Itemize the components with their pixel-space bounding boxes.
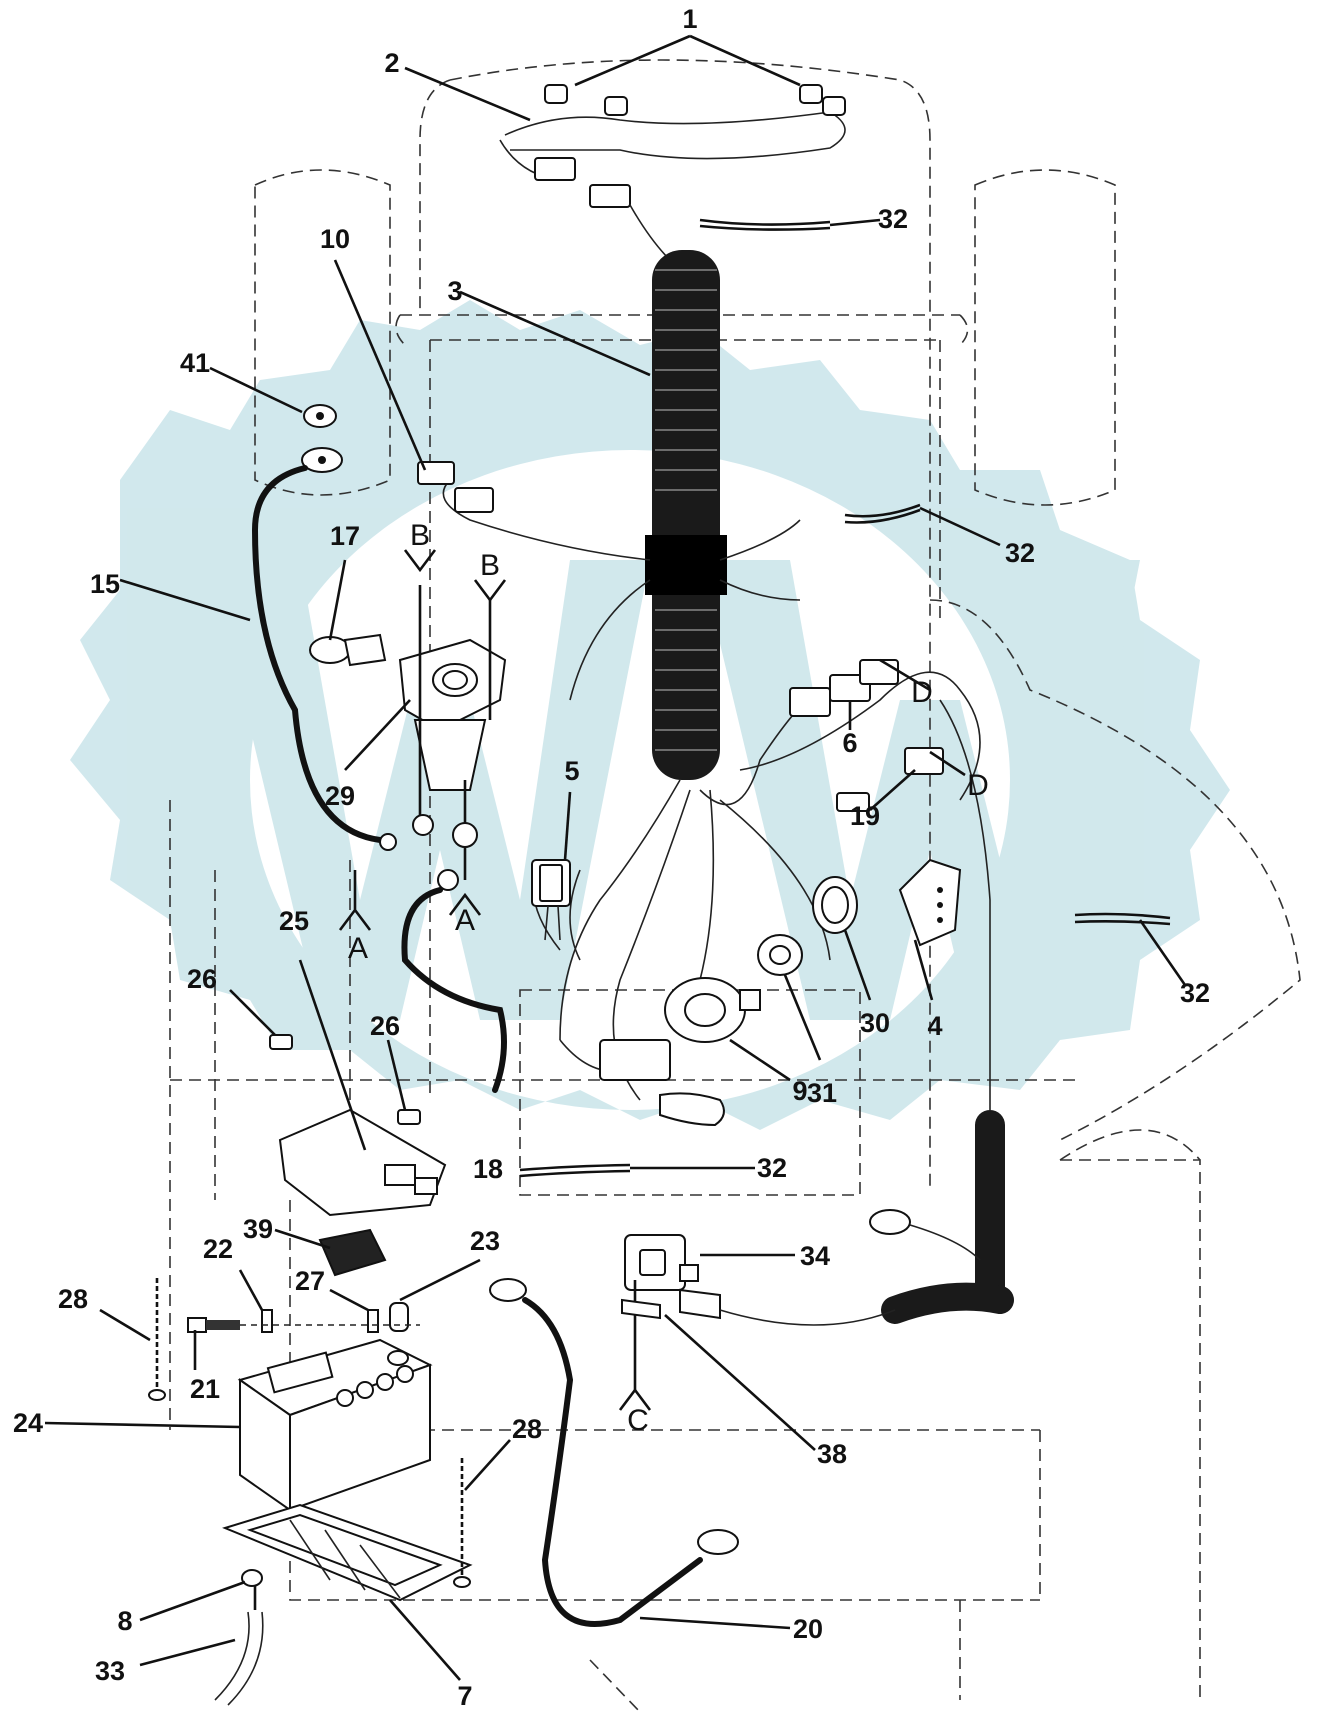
headlight-harness xyxy=(499,84,846,261)
ref-d-lower: D xyxy=(967,769,989,802)
clamp-38 xyxy=(621,1280,661,1390)
bolt-26-mid xyxy=(386,1039,421,1125)
callout-26-left: 26 xyxy=(187,964,217,994)
ref-a-left: A xyxy=(348,932,368,965)
rod-28-left xyxy=(148,1278,166,1401)
cable-20 xyxy=(489,1278,739,1627)
callout-31: 31 xyxy=(807,1078,837,1108)
callout-39: 39 xyxy=(243,1214,273,1244)
solenoid-17 xyxy=(309,633,387,667)
callout-23: 23 xyxy=(470,1226,500,1256)
callout-19: 19 xyxy=(850,801,880,831)
watermark-gear-ring xyxy=(70,300,1230,1130)
ref-a-right: A xyxy=(455,904,475,937)
callout-32-right: 32 xyxy=(1180,978,1210,1008)
callout-10: 10 xyxy=(320,224,350,254)
ignition-switch-9 xyxy=(664,977,761,1043)
callout-5: 5 xyxy=(564,756,579,786)
callout-38: 38 xyxy=(817,1439,847,1469)
battery-bracket-25 xyxy=(278,1108,447,1217)
rod-28-right xyxy=(453,1458,471,1588)
callout-18: 18 xyxy=(473,1154,503,1184)
cable-18 xyxy=(401,869,507,1093)
switch-19 xyxy=(836,747,966,812)
callout-33: 33 xyxy=(95,1656,125,1686)
callout-32-bottom: 32 xyxy=(757,1153,787,1183)
solenoid-bracket-29 xyxy=(398,585,507,880)
callout-labels: 1 2 3 4 5 6 7 8 9 10 15 17 18 19 20 21 2… xyxy=(13,4,1210,1711)
callout-32-mid: 32 xyxy=(1005,538,1035,568)
nut-31 xyxy=(757,934,803,976)
callout-30: 30 xyxy=(860,1008,890,1038)
hose-33 xyxy=(214,1611,264,1706)
wire-conduit xyxy=(645,250,727,780)
callout-4: 4 xyxy=(927,1011,942,1041)
reference-letters: B B A A D D C xyxy=(348,519,989,1437)
solenoid-34 xyxy=(624,1234,721,1320)
switch-5 xyxy=(531,859,571,941)
callout-1: 1 xyxy=(682,4,697,34)
battery-24 xyxy=(237,1338,433,1512)
reference-markers xyxy=(338,549,652,1411)
callout-32-top: 32 xyxy=(878,204,908,234)
callout-29: 29 xyxy=(325,781,355,811)
clip-32-bottom xyxy=(519,1163,755,1178)
callout-20: 20 xyxy=(793,1614,823,1644)
clip-32-right xyxy=(1074,912,1187,986)
connector-block xyxy=(599,1039,725,1127)
bolt-26-left xyxy=(229,989,293,1050)
callout-2: 2 xyxy=(384,48,399,78)
pad-39 xyxy=(318,1228,387,1277)
callout-6: 6 xyxy=(842,728,857,758)
callout-28-right: 28 xyxy=(512,1414,542,1444)
module-4 xyxy=(898,858,962,947)
callout-7: 7 xyxy=(457,1681,472,1711)
cable-15 xyxy=(251,447,397,851)
callout-24: 24 xyxy=(13,1408,43,1438)
callout-26-mid: 26 xyxy=(370,1011,400,1041)
callout-34: 34 xyxy=(800,1241,830,1271)
fitting-8 xyxy=(241,1569,263,1610)
callout-3: 3 xyxy=(447,276,462,306)
callout-17: 17 xyxy=(330,521,360,551)
callout-41: 41 xyxy=(180,348,210,378)
ref-b-left: B xyxy=(410,519,430,552)
clip-32-top xyxy=(699,218,881,231)
ref-b-right: B xyxy=(480,549,500,582)
callout-15: 15 xyxy=(90,569,120,599)
ref-c: C xyxy=(627,1404,649,1437)
callout-21: 21 xyxy=(190,1374,220,1404)
callout-28-left: 28 xyxy=(58,1284,88,1314)
callout-9: 9 xyxy=(792,1076,807,1106)
switch-6 xyxy=(789,658,931,717)
callout-25: 25 xyxy=(279,906,309,936)
callout-8: 8 xyxy=(117,1606,132,1636)
battery-terminals xyxy=(187,1302,420,1333)
tractor-outline xyxy=(169,59,1301,1712)
connector-10 xyxy=(417,461,494,513)
watermark-letter-right xyxy=(700,560,1140,1020)
callout-27: 27 xyxy=(295,1266,325,1296)
coiled-cable xyxy=(719,1110,1014,1326)
battery-tray-7 xyxy=(222,1503,473,1602)
ref-d-upper: D xyxy=(911,676,933,709)
callout-22: 22 xyxy=(203,1234,233,1264)
leader-lines xyxy=(44,34,934,1681)
washer-30 xyxy=(812,876,858,934)
clip-32-mid xyxy=(844,503,1001,547)
terminal-41 xyxy=(303,404,337,428)
